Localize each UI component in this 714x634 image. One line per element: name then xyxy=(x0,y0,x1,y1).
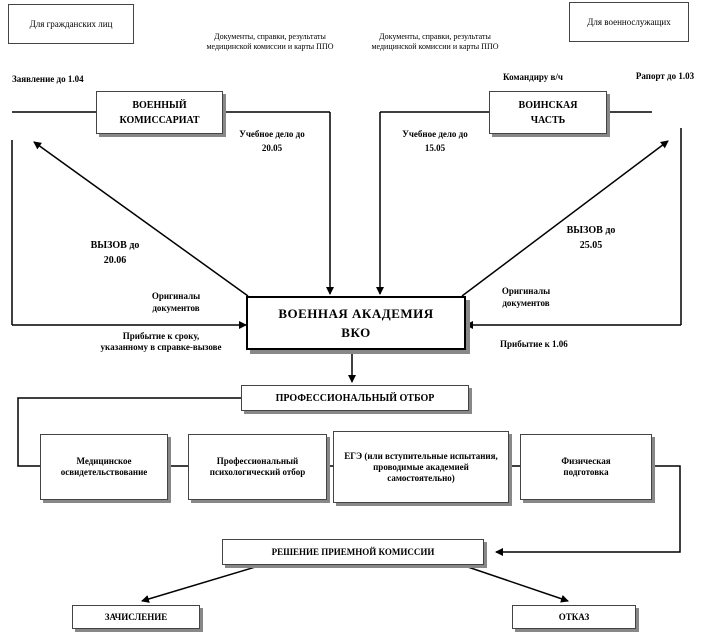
selection-left-connector xyxy=(17,397,241,467)
military-unit-box: ВОИНСКАЯ ЧАСТЬ xyxy=(489,91,607,134)
military-academy-box: ВОЕННАЯ АКАДЕМИЯ ВКО xyxy=(246,296,466,350)
exam-box: ЕГЭ (или вступительные испытания, провод… xyxy=(333,431,509,503)
admission-decision-box: РЕШЕНИЕ ПРИЕМНОЙ КОМИССИИ xyxy=(222,539,484,565)
decision-to-enroll xyxy=(141,564,263,603)
physical-to-decision-connector xyxy=(495,465,681,556)
arrival-left-text: Прибытие к сроку, указанному в справке-в… xyxy=(100,331,222,352)
to-commander-text: Командиру в/ч xyxy=(503,72,563,82)
servicemen-box: Для военнослужащих xyxy=(569,2,689,42)
report-text: Рапорт до 1.03 xyxy=(635,71,695,81)
call-left-text: ВЫЗОВ до 20.06 xyxy=(90,240,140,266)
call-right-arrow xyxy=(461,140,669,297)
call-right-text: ВЫЗОВ до 25.05 xyxy=(566,225,616,251)
academy-subtitle: ВКО xyxy=(341,325,371,340)
commissariat-label: ВОЕННЫЙ КОМИССАРИАТ xyxy=(119,99,200,126)
study-left-text: Учебное дело до 20.05 xyxy=(239,129,305,153)
refusal-box: ОТКАЗ xyxy=(512,605,636,629)
professional-selection-box: ПРОФЕССИОНАЛЬНЫЙ ОТБОР xyxy=(241,385,469,411)
medical-exam-label: Медицинское освидетельствование xyxy=(60,456,148,477)
originals-left-text: Оригиналы документов xyxy=(151,291,201,313)
study-right-text: Учебное дело до 15.05 xyxy=(402,129,468,153)
docs-right-text: Документы, справки, результаты медицинск… xyxy=(371,32,499,51)
selection-label: ПРОФЕССИОНАЛЬНЫЙ ОТБОР xyxy=(275,392,435,404)
arrival-right-text: Прибытие к 1.06 xyxy=(500,339,568,349)
unit-label: ВОИНСКАЯ ЧАСТЬ xyxy=(518,99,578,126)
psych-selection-label: Профессиональный психологический отбор xyxy=(209,456,306,477)
docs-left-text: Документы, справки, результаты медицинск… xyxy=(206,32,334,51)
call-left-arrow xyxy=(33,141,249,297)
originals-right-text: Оригиналы документов xyxy=(501,286,551,308)
physical-training-label: Физическая подготовка xyxy=(561,456,611,477)
medical-exam-box: Медицинское освидетельствование xyxy=(40,434,168,500)
decision-label: РЕШЕНИЕ ПРИЕМНОЙ КОМИССИИ xyxy=(271,546,435,557)
servicemen-label: Для военнослужащих xyxy=(587,16,671,27)
civilians-label: Для гражданских лиц xyxy=(29,18,113,29)
exam-label: ЕГЭ (или вступительные испытания, провод… xyxy=(344,450,498,483)
military-commissariat-box: ВОЕННЫЙ КОМИССАРИАТ xyxy=(96,91,223,134)
decision-to-refusal xyxy=(461,564,569,603)
academy-title: ВОЕННАЯ АКАДЕМИЯ xyxy=(278,306,434,321)
refusal-label: ОТКАЗ xyxy=(558,611,590,622)
enrollment-label: ЗАЧИСЛЕНИЕ xyxy=(104,611,168,622)
enrollment-box: ЗАЧИСЛЕНИЕ xyxy=(72,605,200,629)
psych-selection-box: Профессиональный психологический отбор xyxy=(188,434,327,500)
application-text: Заявление до 1.04 xyxy=(12,74,84,84)
physical-training-box: Физическая подготовка xyxy=(520,434,652,500)
civilians-box: Для гражданских лиц xyxy=(8,4,134,44)
